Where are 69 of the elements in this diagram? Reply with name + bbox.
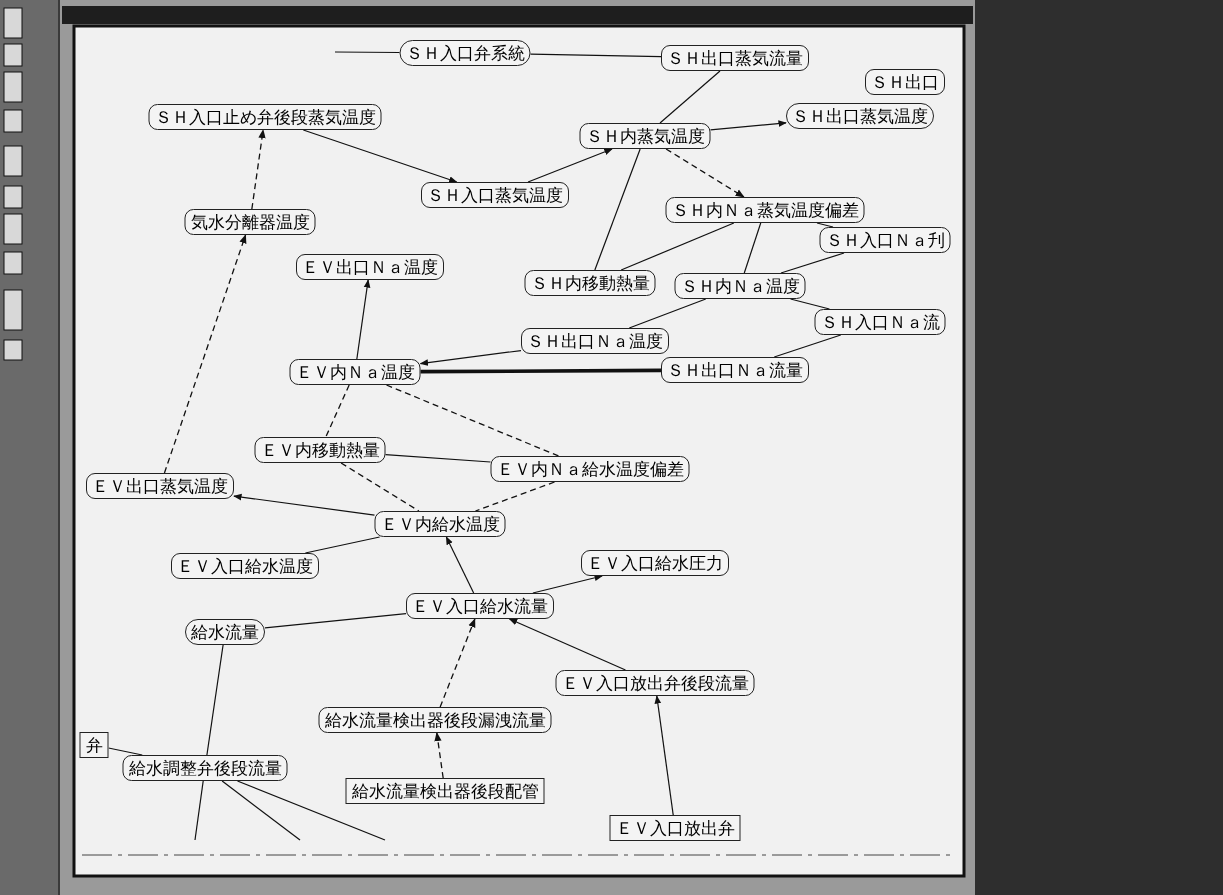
connector-line (251, 129, 266, 210)
connector-line (628, 298, 707, 329)
connector-line (264, 612, 407, 629)
connector-line (709, 120, 787, 131)
connector-line (356, 279, 371, 360)
connector-line (665, 148, 745, 198)
variable-node: ＥＶ内Ｎａ給水温度偏差 (490, 456, 690, 482)
component-box: ＥＶ入口放出弁 (609, 815, 741, 841)
connector-line (773, 334, 842, 358)
connector-line (527, 148, 613, 183)
connector-line (508, 618, 627, 671)
variable-node: 気水分離器温度 (184, 209, 316, 235)
variable-node: ＥＶ入口放出弁後段流量 (555, 670, 755, 696)
variable-node: ＥＶ内移動熱量 (254, 437, 386, 463)
connector-line (434, 732, 444, 779)
connector-line (107, 747, 143, 756)
connector-line (445, 536, 475, 594)
variable-node: ＥＶ入口給水温度 (171, 553, 319, 579)
variable-node: ＥＶ入口給水圧力 (581, 550, 729, 576)
connector-line (594, 148, 641, 271)
connector-line (420, 368, 661, 374)
variable-node: ＳＨ出口蒸気温度 (786, 103, 934, 129)
connector-line (206, 644, 224, 756)
connector-line (474, 481, 556, 512)
variable-node: ＳＨ入口蒸気温度 (421, 182, 569, 208)
connector-line (384, 454, 492, 463)
connector-line (743, 222, 762, 274)
connector-line (163, 234, 247, 474)
connector-line (233, 493, 376, 516)
connector-line (302, 129, 458, 183)
connector-line (325, 384, 350, 438)
variable-node: ＳＨ入口止め弁後段蒸気温度 (148, 104, 382, 130)
variable-node: ＳＨ入口Ｎａ刋 (819, 227, 951, 253)
connector-line (221, 780, 301, 841)
connector-line (236, 780, 386, 841)
variable-node: ＳＨ内Ｎａ蒸気温度偏差 (665, 197, 865, 223)
variable-node: ＳＨ内蒸気温度 (579, 123, 711, 149)
variable-node: ＥＶ出口蒸気温度 (86, 473, 234, 499)
connector-line (439, 618, 476, 708)
variable-node: 給水流量 (185, 619, 265, 645)
connector-line (419, 349, 522, 366)
connector-line (194, 780, 204, 841)
connector-line (385, 384, 560, 457)
variable-node: ＳＨ内移動熱量 (524, 270, 656, 296)
connector-line (532, 574, 603, 594)
variable-node: 給水流量検出器後段漏洩流量 (318, 707, 552, 733)
connector-line (659, 70, 721, 124)
variable-node: ＳＨ出口蒸気流量 (661, 45, 809, 71)
variable-node: ＳＨ出口Ｎａ温度 (521, 328, 669, 354)
connector-line (340, 462, 420, 512)
variable-node: ＳＨ入口Ｎａ流 (814, 309, 946, 335)
connector-line (654, 695, 674, 816)
component-box: 弁 (79, 732, 109, 758)
connector-line (780, 252, 845, 274)
variable-node: 給水調整弁後段流量 (122, 755, 288, 781)
connector-line (816, 222, 834, 228)
variable-node: ＳＨ入口弁系統 (399, 40, 531, 66)
connector-line (789, 298, 831, 310)
connector-line (334, 51, 401, 54)
connector-line (620, 222, 735, 271)
variable-node: ＳＨ内Ｎａ温度 (674, 273, 806, 299)
variable-node: ＳＨ出口Ｎａ流量 (661, 357, 809, 383)
variable-node: ＥＶ内Ｎａ温度 (289, 359, 421, 385)
variable-node: ＳＨ出口 (865, 69, 945, 95)
component-box: 給水流量検出器後段配管 (345, 778, 545, 804)
connector-line (529, 53, 662, 58)
variable-node: ＥＶ内給水温度 (374, 511, 506, 537)
variable-node: ＥＶ入口給水流量 (406, 593, 554, 619)
variable-node: ＥＶ出口Ｎａ温度 (296, 254, 444, 280)
